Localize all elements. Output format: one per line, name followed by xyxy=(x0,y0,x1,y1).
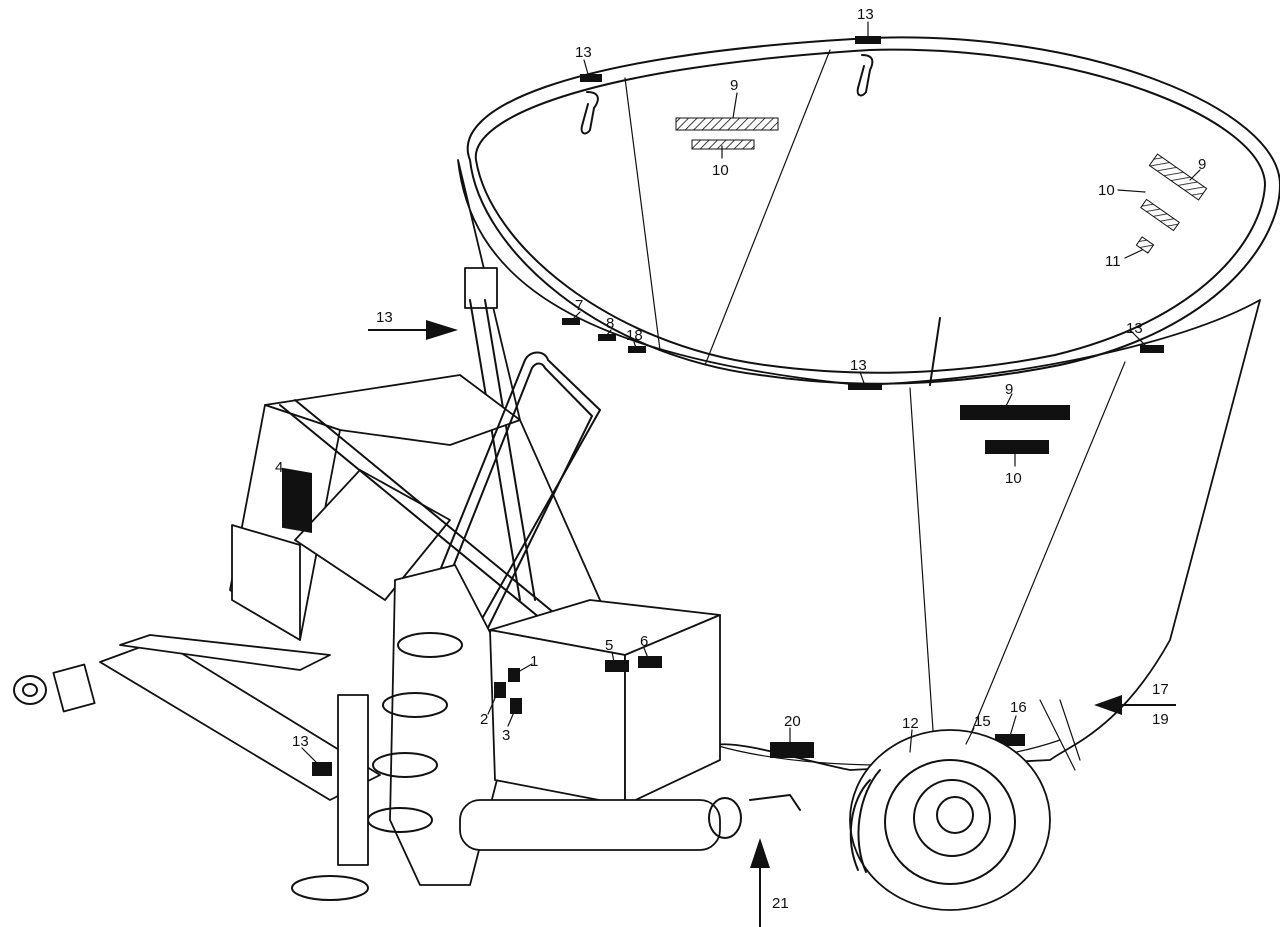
control-panel-box xyxy=(459,599,801,851)
callout-15: 15 xyxy=(974,713,991,730)
decal-3 xyxy=(510,698,522,714)
decal-11 xyxy=(1135,236,1155,254)
callout-19: 19 xyxy=(1152,711,1169,728)
drawbar-hitch xyxy=(13,634,381,901)
decal-10-inside-right xyxy=(1140,198,1180,232)
decal-6 xyxy=(638,656,662,668)
callout-18: 18 xyxy=(626,327,643,344)
leader-lines xyxy=(301,21,1201,765)
callout-21: 21 xyxy=(772,895,789,912)
callout-13-rim-front: 13 xyxy=(850,357,867,374)
callout-10-outside: 10 xyxy=(1005,470,1022,487)
decal-20 xyxy=(770,742,814,758)
callout-2: 2 xyxy=(480,711,488,728)
callout-7: 7 xyxy=(575,297,583,314)
callout-11: 11 xyxy=(1105,253,1121,270)
decal-10-outside xyxy=(985,440,1049,454)
callout-1: 1 xyxy=(530,653,538,670)
decal-18 xyxy=(628,346,646,353)
callout-9-inside-right: 9 xyxy=(1198,156,1206,173)
decal-13-rim-front xyxy=(848,383,882,390)
callout-16: 16 xyxy=(1010,699,1027,716)
callout-13-rim-top: 13 xyxy=(857,6,874,23)
callout-13-rim-left: 13 xyxy=(575,44,592,61)
decal-9-outside xyxy=(960,405,1070,420)
callout-20: 20 xyxy=(784,713,801,730)
callout-5: 5 xyxy=(605,637,613,654)
decal-9-inside-right xyxy=(1148,153,1208,201)
decal-13-rim-left xyxy=(580,74,602,82)
callout-4: 4 xyxy=(275,459,283,476)
callout-10-inside: 10 xyxy=(712,162,729,179)
decal-2 xyxy=(494,682,506,698)
decal-5 xyxy=(605,660,629,672)
callout-13-drawbar: 13 xyxy=(292,733,309,750)
callout-6: 6 xyxy=(640,633,648,650)
decal-10-inside xyxy=(691,139,755,150)
decal-1 xyxy=(508,668,520,682)
callout-labels: 13 13 9 10 9 10 11 13 13 7 8 18 9 10 13 … xyxy=(275,6,1206,912)
decal-4 xyxy=(282,467,312,534)
callout-9-inside: 9 xyxy=(730,77,738,94)
callout-10-inside-right: 10 xyxy=(1098,182,1115,199)
callout-17: 17 xyxy=(1152,681,1169,698)
callout-3: 3 xyxy=(502,727,510,744)
wheel xyxy=(849,699,1081,911)
conveyor-frame xyxy=(229,374,661,701)
decal-13-rim-right xyxy=(1140,345,1164,353)
callout-13-rim-right: 13 xyxy=(1126,320,1143,337)
decal-13-drawbar xyxy=(312,762,332,776)
callout-12: 12 xyxy=(902,715,919,732)
decal-13-rim-top xyxy=(855,36,881,44)
view-arrows xyxy=(368,320,1176,927)
decal-9-inside xyxy=(675,117,779,131)
decal-7 xyxy=(562,318,580,325)
decal-8 xyxy=(598,334,616,341)
callout-14: 13 xyxy=(376,309,393,326)
callout-8: 8 xyxy=(606,315,614,332)
callout-9-outside: 9 xyxy=(1005,381,1013,398)
